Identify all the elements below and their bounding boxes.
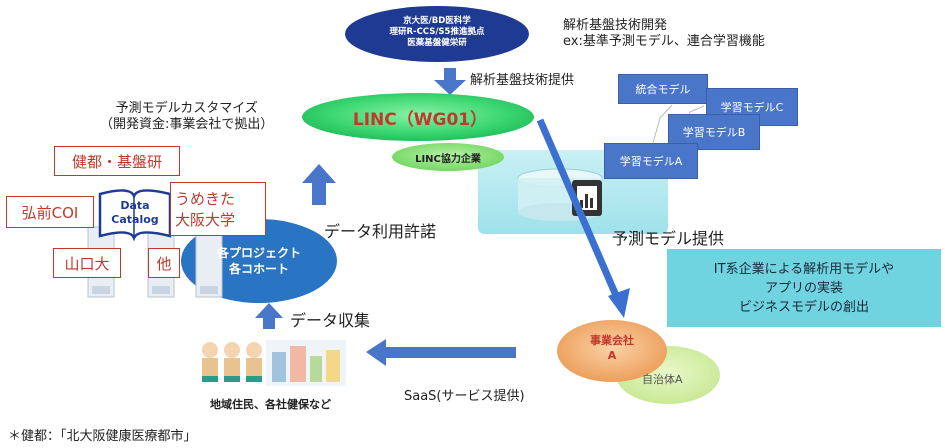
site-other: 他 (148, 248, 180, 278)
integrated-model-box: 統合モデル (618, 74, 708, 104)
customize-text: 予測モデルカスタマイズ （開発資金:事業会社で拠出） (100, 101, 273, 133)
projects-label: 各プロジェクト 各コホート (190, 245, 328, 277)
projects-line1: 各プロジェクト (216, 246, 301, 260)
data-catalog-line1: Data (120, 199, 150, 212)
down-arrow-tech (434, 68, 466, 95)
customize-line2: （開発資金:事業会社で拠出） (100, 117, 274, 132)
residents-illustration (202, 342, 262, 382)
research-institutes-line2: 理研R-CCS/S5推進拠点 (389, 27, 485, 37)
linc-partner-ellipse (392, 143, 504, 171)
data-permission-label: データ利用許諾 (324, 222, 437, 241)
research-institutes-ellipse (345, 6, 529, 62)
research-institutes-line1: 京大医/BD医科学 (403, 16, 471, 26)
it-box-line1: IT系企業による解析用モデルや (713, 261, 895, 277)
tech-dev-line1: 解析基盤技術開発 (563, 18, 668, 33)
research-institutes: 京大医/BD医科学 理研R-CCS/S5推進拠点 医薬基盤健栄研 (355, 16, 519, 49)
data-catalog-label: Data Catalog (102, 199, 168, 227)
linc-partner-label: LINC協力企業 (415, 154, 481, 165)
saas-arrow-shaft (384, 347, 516, 358)
customize-line1: 予測モデルカスタマイズ (115, 101, 258, 116)
up-arrow-collect (255, 303, 283, 329)
site-hirosaki: 弘前COI (6, 196, 94, 228)
up-arrow-permission (302, 164, 336, 205)
linc-ellipse (302, 93, 534, 141)
it-box-line3: ビジネスモデルの創出 (738, 299, 869, 315)
town-illustration (266, 340, 346, 386)
tech-dev-text: 解析基盤技術開発 ex:基準予測モデル、連合学習機能 (563, 18, 765, 50)
site-kento: 健都・基盤研 (54, 146, 180, 176)
business-ellipse (557, 320, 667, 382)
municipality-label: 自治体A (642, 373, 683, 386)
prediction-provide-label: 予測モデル提供 (612, 229, 725, 248)
data-collect-label: データ収集 (290, 311, 371, 330)
projects-line2: 各コホート (228, 262, 289, 276)
book-icon (98, 189, 172, 242)
residents-label: 地域住民、各社健保など (210, 398, 331, 411)
research-institutes-line3: 医薬基盤健栄研 (407, 38, 467, 48)
provide-model-arrow-line (536, 118, 622, 302)
tech-dev-line2: ex:基準予測モデル、連合学習機能 (563, 34, 765, 49)
tech-provide-label: 解析基盤技術提供 (470, 73, 575, 88)
business-line2: A (607, 349, 617, 362)
learning-model-a-box: 学習モデルA (604, 143, 698, 179)
provide-model-arrowhead (608, 288, 630, 318)
site-osaka: 大阪大学 (175, 211, 236, 229)
business-line1: 事業会社 (590, 334, 634, 347)
linc-label: LINC（WG01） (352, 110, 488, 130)
saas-label: SaaS(サービス提供) (404, 389, 525, 404)
it-box-line2: アプリの実装 (764, 280, 843, 296)
site-umekita: うめきた (175, 190, 236, 208)
business-company-label: 事業会社 A (572, 333, 652, 363)
building-windows (92, 286, 218, 294)
site-umekita-osaka: うめきた 大阪大学 (170, 182, 266, 236)
learning-model-b-box: 学習モデルB (668, 114, 760, 150)
data-catalog-line2: Catalog (111, 213, 159, 226)
footnote: ＊健都：「北大阪健康医療都市」 (8, 429, 197, 444)
it-companies-box: IT系企業による解析用モデルや アプリの実装 ビジネスモデルの創出 (667, 249, 941, 327)
saas-arrowhead (366, 339, 386, 366)
site-yamaguchi: 山口大 (53, 248, 121, 278)
